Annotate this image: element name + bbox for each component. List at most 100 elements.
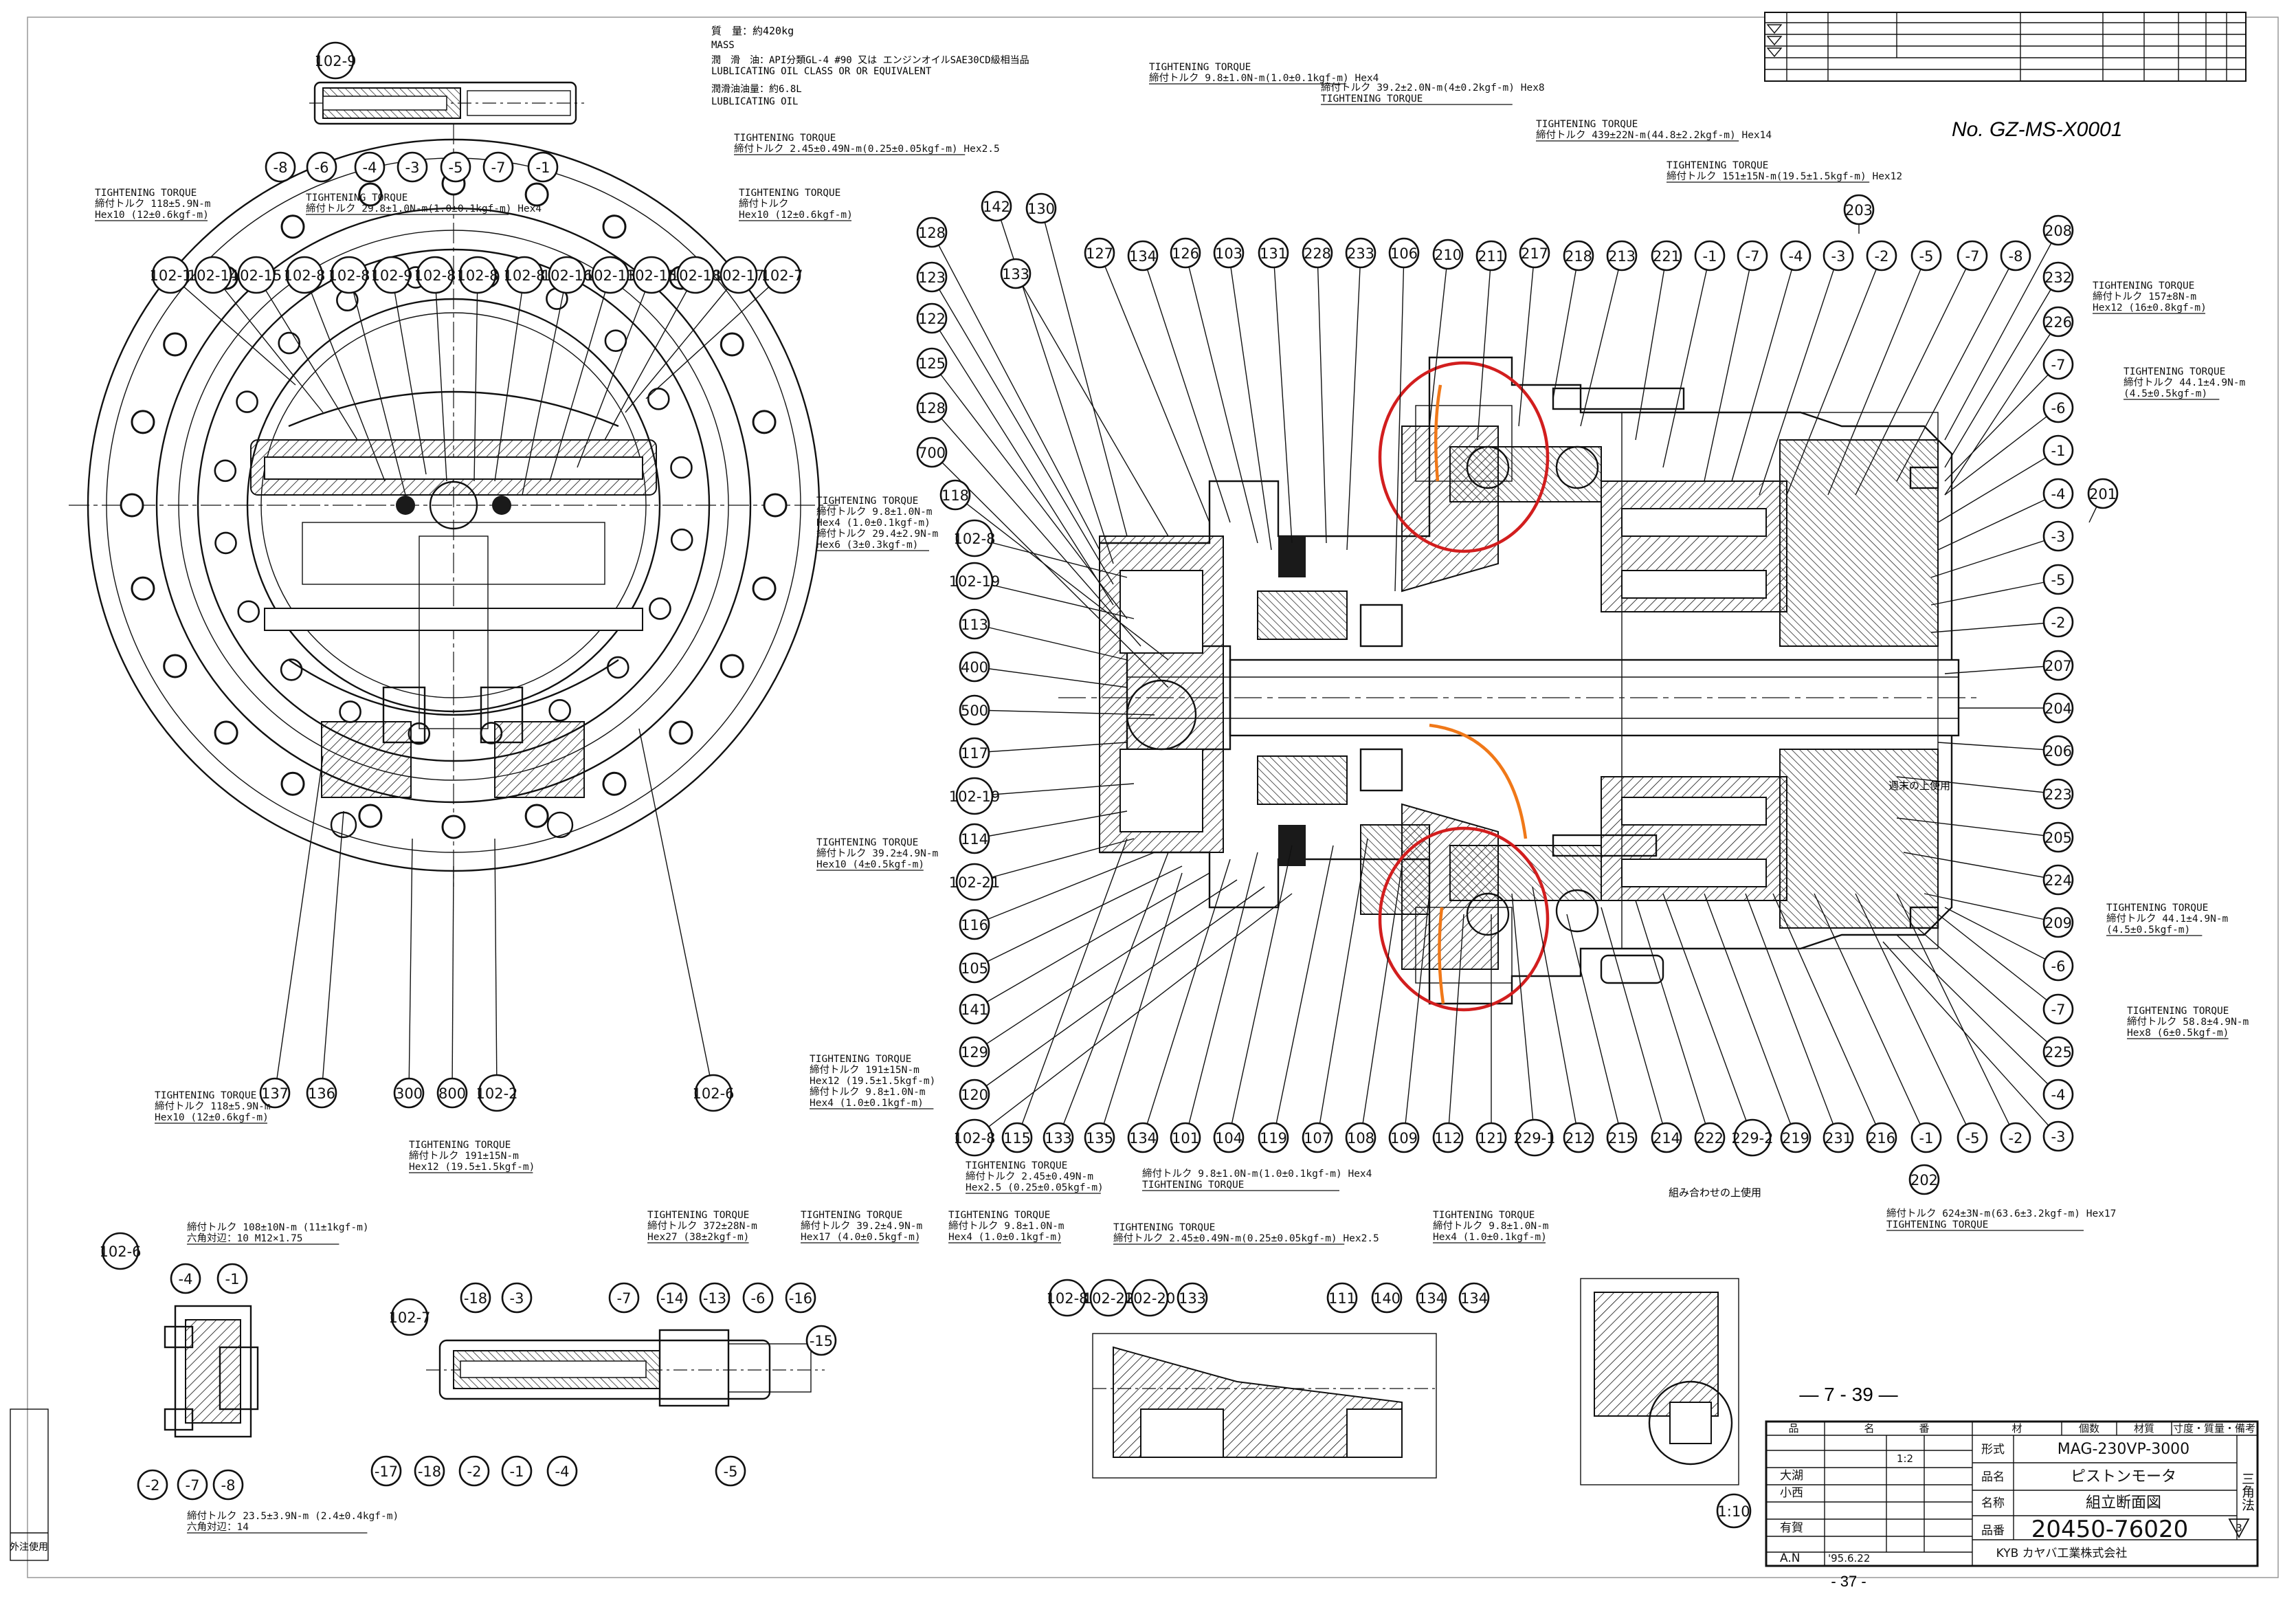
leader-line	[1346, 252, 1361, 551]
leader-line	[1772, 893, 1882, 1138]
part-number-label: -8	[274, 159, 288, 176]
part-balloon: 102-6	[99, 1232, 142, 1270]
part-balloon: 208	[2042, 214, 2074, 246]
part-number-label: 223	[2044, 786, 2072, 803]
part-number-label: -4	[179, 1271, 193, 1287]
torque-line: TIGHTENING TORQUE	[966, 1160, 1067, 1171]
part-number-label: -4	[555, 1463, 570, 1480]
part-number-label: 102-8	[503, 267, 545, 284]
part-number-label: -17	[375, 1463, 398, 1480]
tb-type-value: MAG-230VP-3000	[2058, 1441, 2189, 1458]
bolt-hole-outer	[524, 804, 549, 828]
leader-line	[1944, 276, 2059, 468]
part-balloon: 231	[1823, 1122, 1854, 1153]
document-number: No. GZ-MS-X0001	[1952, 118, 2122, 141]
part-number-label: -1	[225, 1271, 240, 1287]
header-notes: 質 量：約420kg MASS 潤 滑 油：API分類GL-4 #90 又は エ…	[711, 25, 1029, 107]
part-balloon: -7	[1957, 240, 1988, 272]
part-number-label: 123	[918, 269, 946, 286]
part-number-label: -5	[1919, 248, 1934, 265]
part-balloon: -4	[1780, 240, 1812, 272]
part-balloon: 108	[1345, 1122, 1377, 1153]
leader-line	[256, 274, 358, 441]
leader-line	[1662, 255, 1710, 468]
torque-line: 締付トルク 118±5.9N-m	[95, 198, 211, 210]
bolt-hole-inner	[548, 698, 571, 722]
leader-line	[974, 838, 1135, 883]
part-number-label: -2	[146, 1477, 160, 1494]
part-number-label: 102-7	[761, 267, 803, 284]
part-number-label: 106	[1390, 245, 1418, 262]
part-balloon: 125	[916, 347, 948, 379]
part-number-label: 102-8	[953, 1130, 995, 1147]
leader-line	[1403, 893, 1430, 1138]
part-balloon: 300	[393, 1077, 425, 1109]
leader-line	[1896, 934, 2059, 1095]
tb-type-label: 形式	[1981, 1443, 2005, 1457]
leader-line	[974, 538, 1128, 578]
leader-line	[1930, 579, 2059, 606]
bolt-hole-outer	[441, 815, 466, 839]
bolt-hole-outer	[358, 182, 383, 207]
bolt-hole-outer	[163, 654, 188, 678]
part-number-label: 102-6	[99, 1243, 141, 1260]
leader-line	[1317, 252, 1327, 544]
part-balloon: 205	[2042, 821, 2074, 853]
part-number-label: 213	[1608, 248, 1636, 265]
part-balloon: 123	[916, 261, 948, 293]
part-number-label: 102-8	[414, 267, 456, 284]
leader-line	[1855, 255, 1973, 496]
part-number-label: 112	[1434, 1130, 1462, 1147]
leader-line	[1855, 893, 1973, 1138]
torque-line: TIGHTENING TORQUE	[2106, 903, 2208, 914]
part-balloon: -16	[785, 1282, 816, 1314]
leader-line	[974, 865, 1183, 969]
bolt-hole-outer	[163, 332, 188, 357]
leader-line	[1917, 927, 2059, 1052]
part-number-label: 102-6	[692, 1085, 734, 1102]
leader-line	[1142, 859, 1231, 1138]
bolt-hole-outer	[131, 576, 155, 601]
part-number-label: 134	[1418, 1290, 1445, 1307]
leader-line	[1040, 208, 1128, 537]
torque-line: Hex4 (1.0±0.1kgf-m)	[1433, 1232, 1547, 1243]
torque-line: TIGHTENING TORQUE	[647, 1210, 749, 1221]
leader-line	[408, 838, 413, 1094]
leader-line	[931, 452, 1169, 688]
part-number-label: 118	[941, 487, 969, 504]
leader-line	[274, 755, 324, 1094]
part-balloon: -7	[2042, 349, 2074, 380]
torque-line: TIGHTENING TORQUE	[409, 1140, 511, 1151]
part-number-label: 102-16	[542, 267, 592, 284]
part-number-label: 127	[1086, 245, 1113, 262]
bolt-hole-outer	[669, 720, 693, 745]
part-balloon: 102-8	[414, 256, 456, 294]
part-balloon: 800	[436, 1077, 468, 1109]
leader-line	[931, 318, 1114, 606]
part-number-label: 134	[1129, 248, 1157, 265]
leader-line	[974, 879, 1238, 1052]
part-balloon: 222	[1694, 1122, 1726, 1153]
part-balloon: 133	[1177, 1282, 1208, 1314]
part-balloon: 117	[959, 737, 990, 769]
part-balloon: -7	[2042, 993, 2074, 1025]
part-balloon: 102-2	[476, 1074, 518, 1112]
part-balloon: 102-22	[1083, 1279, 1134, 1317]
part-balloon: 120	[959, 1079, 990, 1110]
part-number-label: -7	[2051, 1002, 2066, 1018]
oil-qty-en: LUBLICATING OIL	[711, 96, 798, 107]
part-number-label: 134	[1460, 1290, 1488, 1307]
tb-drafter: A.N	[1780, 1551, 1800, 1565]
torque-line: Hex17 (4.0±0.5kgf-m)	[801, 1232, 921, 1243]
part-number-label: 221	[1653, 248, 1680, 265]
bolt-hole-inner	[278, 331, 301, 355]
part-balloon: 102-8	[503, 256, 546, 294]
torque-line: 六角対辺：14	[187, 1521, 249, 1533]
leader-line	[1896, 817, 2059, 838]
leader-line	[1015, 273, 1169, 537]
part-number-label: -14	[660, 1290, 684, 1307]
